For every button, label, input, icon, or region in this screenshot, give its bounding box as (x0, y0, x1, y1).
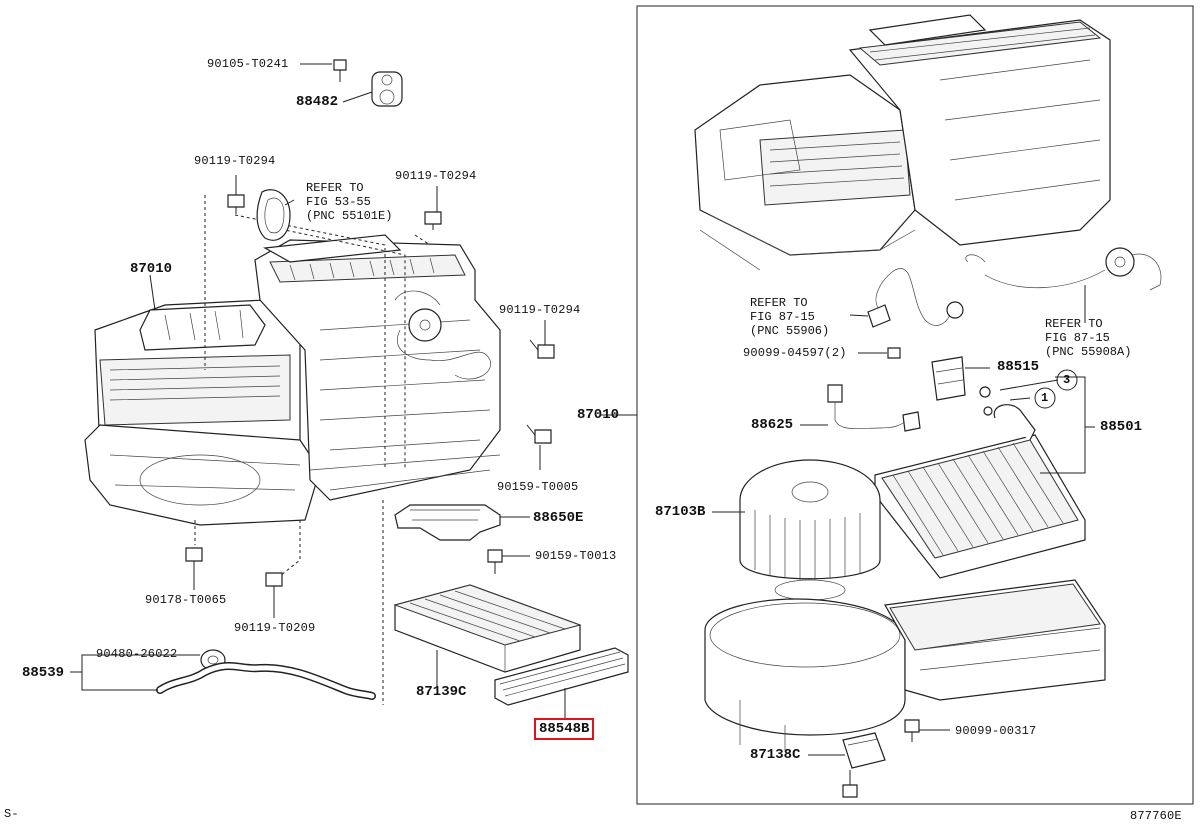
hvac-assembly-left (84, 234, 501, 526)
refer-fig-87-15-b[interactable]: REFER TO FIG 87-15 (PNC 55908A) (1045, 317, 1132, 359)
refer-fig-87-15-a[interactable]: REFER TO FIG 87-15 (PNC 55906) (750, 296, 830, 338)
filter-88548b (494, 647, 629, 706)
part-88482[interactable]: 88482 (296, 94, 339, 110)
exploded-view-frame (636, 5, 1194, 805)
part-87103b[interactable]: 87103B (655, 504, 706, 520)
part-90105-t0241[interactable]: 90105-T0241 (207, 57, 289, 71)
part-90159-t0013[interactable]: 90159-T0013 (535, 549, 617, 563)
callout-3: 3 (1063, 373, 1071, 387)
thermistor-88625 (827, 384, 921, 432)
part-87010-left[interactable]: 87010 (130, 261, 173, 277)
diagram-code: 877760E (1130, 809, 1182, 823)
resistor-87138c (842, 732, 886, 769)
part-87138c[interactable]: 87138C (750, 747, 801, 763)
callout-1-circle (1034, 387, 1056, 409)
hose-88539 (156, 661, 376, 700)
filter-87139c (393, 584, 582, 673)
callout-1: 1 (1041, 391, 1049, 405)
fasteners-left (185, 59, 555, 671)
part-88539[interactable]: 88539 (22, 665, 65, 681)
hvac-assembly-right (694, 14, 1162, 328)
part-88625[interactable]: 88625 (751, 417, 794, 433)
part-90119-t0294-c[interactable]: 90119-T0294 (499, 303, 581, 317)
part-88501[interactable]: 88501 (1100, 419, 1143, 435)
leaders-right (712, 285, 1095, 756)
part-90119-t0294-a[interactable]: 90119-T0294 (194, 154, 276, 168)
part-88548b-highlighted[interactable]: 88548B (533, 718, 595, 740)
valve-88515 (931, 356, 966, 401)
part-90480-26022[interactable]: 90480-26022 (96, 647, 178, 661)
fasteners-right (842, 347, 920, 798)
leaders-left (70, 63, 637, 718)
footer-prefix: S- (4, 807, 19, 821)
part-90159-t0005[interactable]: 90159-T0005 (497, 480, 579, 494)
evaporator-88501 (874, 386, 1086, 579)
callout-3-circle (1056, 369, 1078, 391)
part-87010-right[interactable]: 87010 (577, 407, 620, 423)
part-90099-04597[interactable]: 90099-04597(2) (743, 346, 847, 360)
bracket-88650e (394, 504, 501, 541)
part-90119-t0209[interactable]: 90119-T0209 (234, 621, 316, 635)
part-90178-t0065[interactable]: 90178-T0065 (145, 593, 227, 607)
part-88650e[interactable]: 88650E (533, 510, 584, 526)
refer-fig-53-55[interactable]: REFER TO FIG 53-55 (PNC 55101E) (306, 181, 393, 223)
part-88515[interactable]: 88515 (997, 359, 1040, 375)
part-90119-t0294-b[interactable]: 90119-T0294 (395, 169, 477, 183)
blower-case-lower (704, 579, 1106, 750)
part-90099-00317[interactable]: 90099-00317 (955, 724, 1037, 738)
blower-fan-87103b (739, 459, 881, 601)
part-87139c[interactable]: 87139C (416, 684, 467, 700)
